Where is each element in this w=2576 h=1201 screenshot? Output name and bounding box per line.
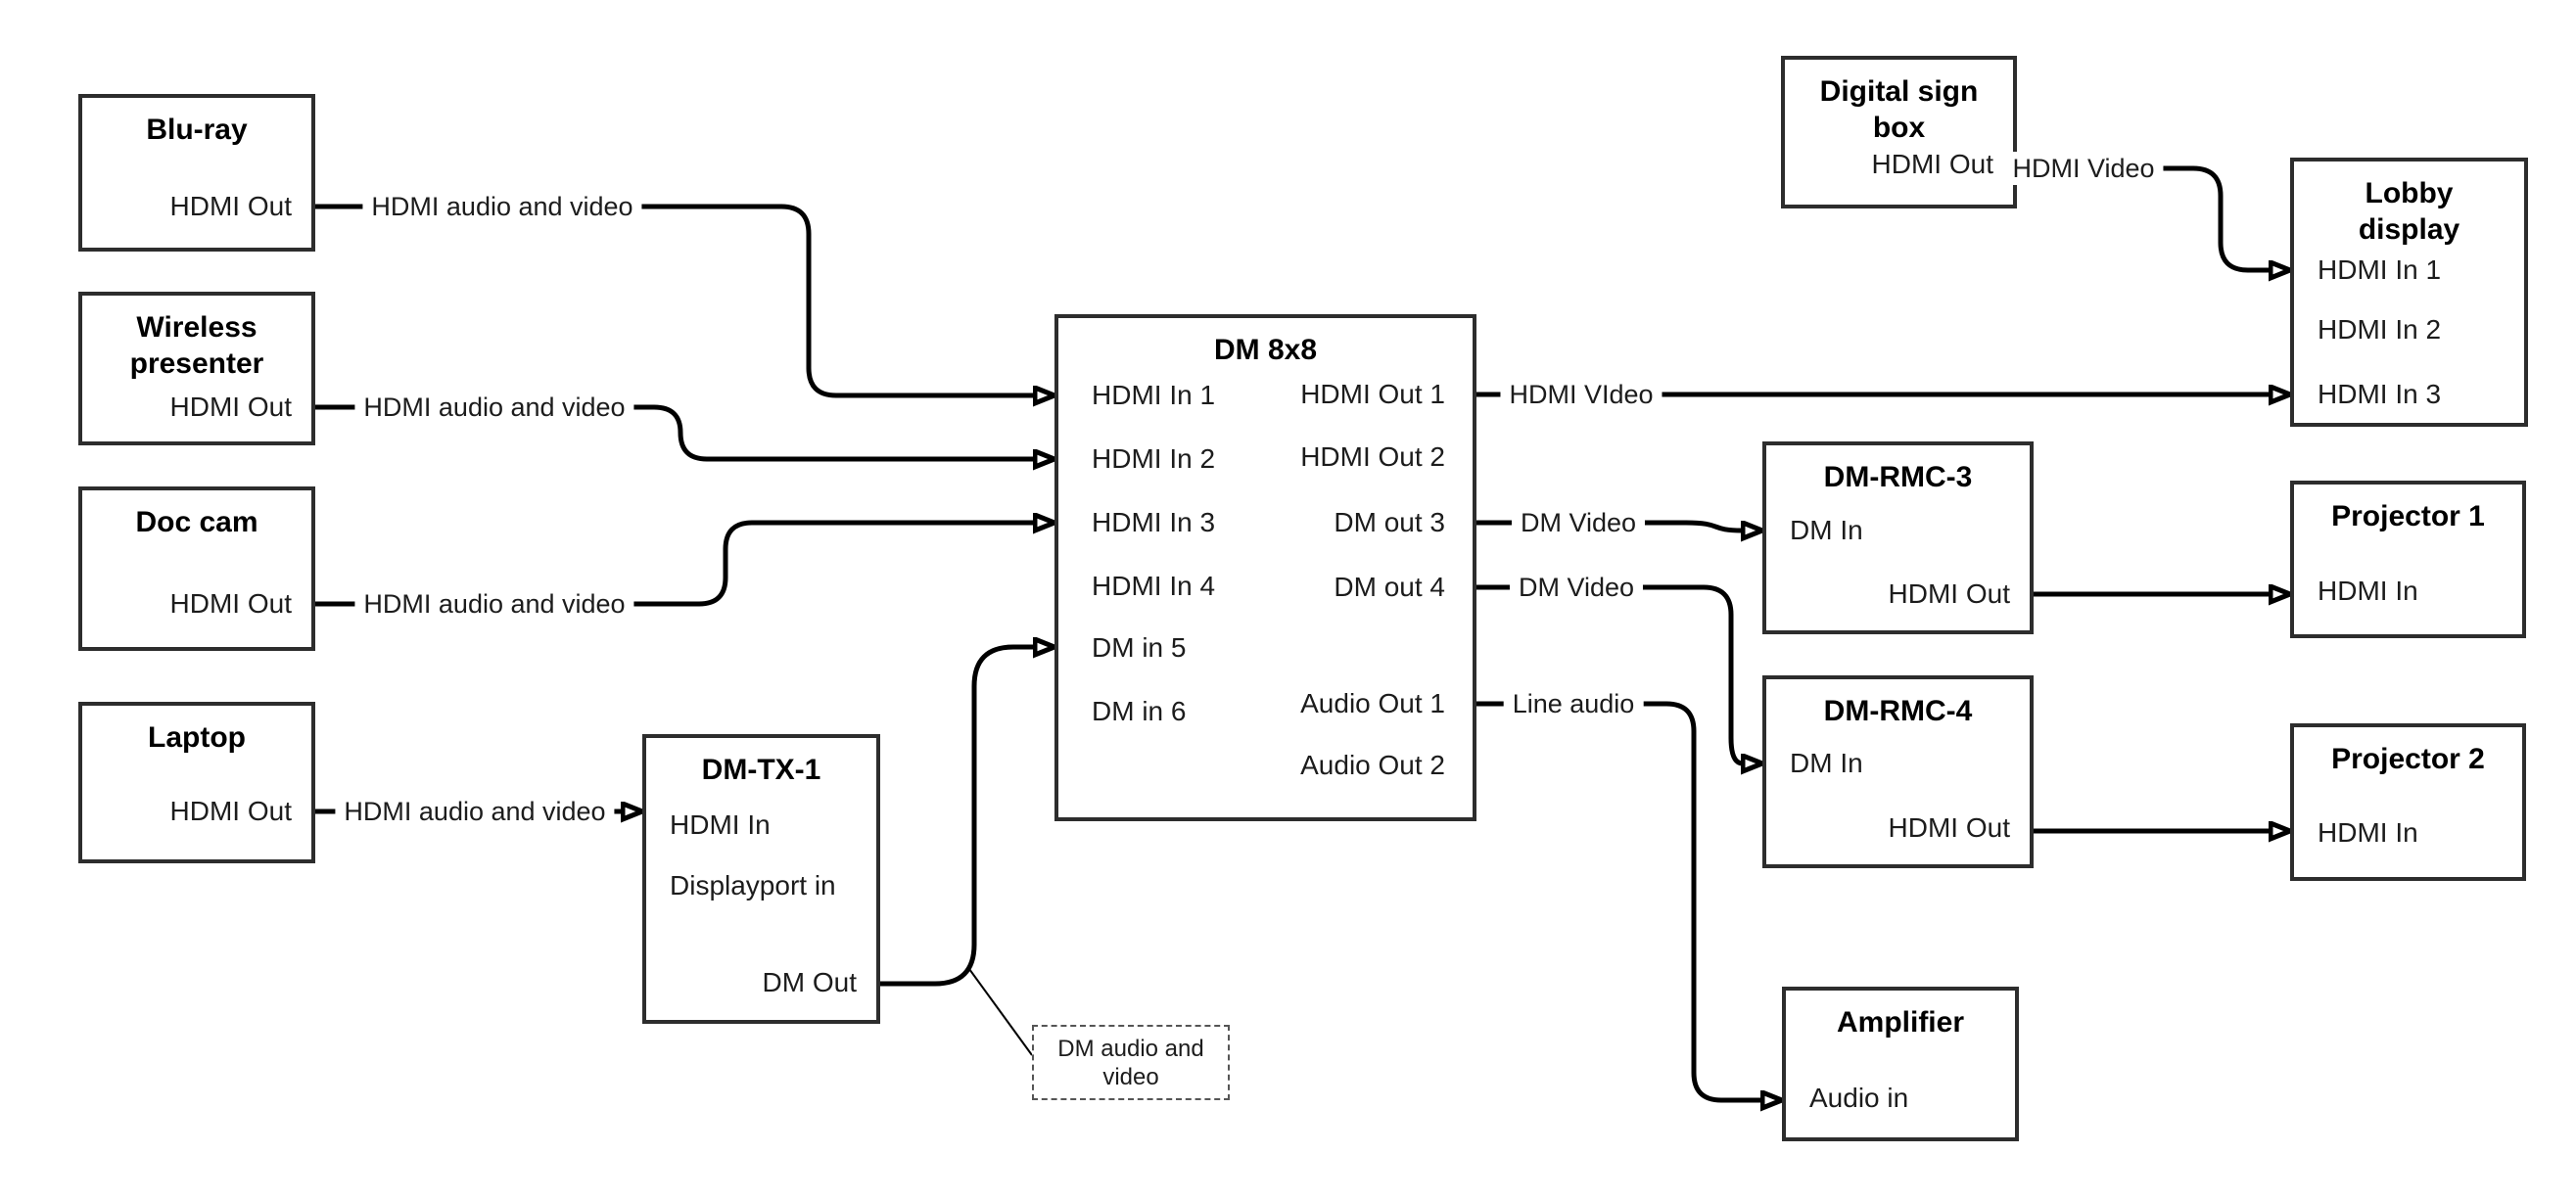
node-title: Wireless presenter [129, 311, 264, 380]
node-doc-cam: Doc cam HDMI Out [78, 486, 315, 651]
wire-bluray-to-dm8x8-in1 [315, 204, 1035, 395]
port-dm8x8-hdmi-in-4: HDMI In 4 [1092, 571, 1216, 601]
port-amp-audio-in: Audio in [1809, 1083, 1909, 1113]
wire-label-dm-video-out3: DM Video [1511, 506, 1646, 539]
wire-wireless-to-dm8x8-in2 [315, 404, 1035, 459]
port-sign-hdmi-out: HDMI Out [1871, 149, 1993, 179]
wire-label-sign-hdmi-video: HDMI Video [2003, 152, 2164, 185]
port-lobby-hdmi-in-1: HDMI In 1 [2318, 254, 2442, 285]
node-title: DM 8x8 [1213, 334, 1318, 366]
node-amplifier: Amplifier Audio in [1782, 987, 2019, 1141]
port-doccam-hdmi-out: HDMI Out [169, 588, 292, 619]
node-dm-tx-1: DM-TX-1 HDMI In Displayport in DM Out [642, 734, 880, 1024]
port-dm8x8-dm-out-3: DM out 3 [1334, 507, 1445, 537]
port-rmc4-hdmi-out: HDMI Out [1888, 812, 2010, 843]
node-title: Amplifier [1836, 1006, 1965, 1039]
callout-text: DM audio and video [1057, 1035, 1204, 1090]
wire-dm8x8-audio1-to-amplifier [1476, 701, 1762, 1100]
wire-dm8x8-out4-to-rmc4 [1476, 584, 1743, 763]
node-title: DM-TX-1 [701, 754, 821, 786]
port-dm8x8-hdmi-out-1: HDMI Out 1 [1300, 379, 1445, 409]
wire-label-wireless: HDMI audio and video [354, 391, 634, 424]
port-dm8x8-dm-in-6: DM in 6 [1092, 696, 1187, 726]
port-wireless-hdmi-out: HDMI Out [169, 392, 292, 422]
port-dm8x8-hdmi-out-2: HDMI Out 2 [1300, 441, 1445, 472]
wire-label-doccam: HDMI audio and video [354, 587, 634, 621]
port-dm8x8-hdmi-in-3: HDMI In 3 [1092, 507, 1216, 537]
wire-label-bluray: HDMI audio and video [362, 190, 642, 223]
port-proj2-hdmi-in: HDMI In [2318, 817, 2418, 848]
node-title: Digital sign box [1819, 75, 1979, 144]
node-dm-rmc-3: DM-RMC-3 DM In HDMI Out [1762, 441, 2034, 634]
node-title: Projector 2 [2331, 743, 2485, 775]
node-laptop: Laptop HDMI Out [78, 702, 315, 863]
port-lobby-hdmi-in-2: HDMI In 2 [2318, 314, 2442, 345]
node-title: Projector 1 [2331, 500, 2485, 532]
port-dm8x8-dm-in-5: DM in 5 [1092, 632, 1187, 663]
node-wireless-presenter: Wireless presenter HDMI Out [78, 292, 315, 445]
wire-doccam-to-dm8x8-in3 [315, 523, 1035, 607]
wire-label-hdmi-video-out1: HDMI VIdeo [1500, 378, 1663, 411]
port-dmtx1-hdmi-in: HDMI In [670, 809, 771, 840]
port-rmc3-hdmi-out: HDMI Out [1888, 578, 2010, 609]
port-dm8x8-audio-out-2: Audio Out 2 [1300, 750, 1445, 780]
node-title: Lobby display [2358, 177, 2460, 246]
node-title: DM-RMC-4 [1823, 695, 1973, 727]
wire-sign-to-lobby-in1 [2017, 165, 2271, 270]
node-dm-rmc-4: DM-RMC-4 DM In HDMI Out [1762, 675, 2034, 868]
port-dm8x8-hdmi-in-1: HDMI In 1 [1092, 380, 1216, 410]
node-projector-1: Projector 1 HDMI In [2290, 481, 2526, 638]
node-title: Blu-ray [146, 114, 248, 146]
node-title: Laptop [148, 721, 246, 754]
port-rmc4-dm-in: DM In [1790, 748, 1863, 778]
node-lobby-display: Lobby display HDMI In 1 HDMI In 2 HDMI I… [2290, 158, 2528, 427]
node-digital-sign-box: Digital sign box HDMI Out [1781, 56, 2017, 208]
wire-label-line-audio: Line audio [1503, 687, 1644, 720]
node-bluray: Blu-ray HDMI Out [78, 94, 315, 252]
node-projector-2: Projector 2 HDMI In [2290, 723, 2526, 881]
wire-dm8x8-out3-to-rmc3 [1476, 520, 1743, 531]
port-proj1-hdmi-in: HDMI In [2318, 576, 2418, 606]
port-dm8x8-audio-out-1: Audio Out 1 [1300, 688, 1445, 718]
port-dmtx1-displayport-in: Displayport in [670, 870, 836, 901]
callout-dm-audio-video: DM audio and video [1032, 1025, 1230, 1100]
port-dmtx1-dm-out: DM Out [762, 967, 857, 997]
port-bluray-hdmi-out: HDMI Out [169, 191, 292, 221]
wire-label-laptop: HDMI audio and video [335, 795, 615, 828]
port-laptop-hdmi-out: HDMI Out [169, 796, 292, 826]
port-dm8x8-dm-out-4: DM out 4 [1334, 572, 1445, 602]
wire-dmtx1-to-dm8x8-in5 [880, 647, 1035, 987]
port-dm8x8-hdmi-in-2: HDMI In 2 [1092, 443, 1216, 474]
node-title: Doc cam [135, 506, 258, 538]
port-rmc3-dm-in: DM In [1790, 515, 1863, 545]
node-title: DM-RMC-3 [1823, 461, 1973, 493]
wire-label-dm-video-out4: DM Video [1509, 571, 1644, 604]
node-dm-8x8: DM 8x8 HDMI In 1 HDMI In 2 HDMI In 3 HDM… [1054, 314, 1476, 821]
port-lobby-hdmi-in-3: HDMI In 3 [2318, 379, 2442, 409]
callout-leader-line [968, 968, 1033, 1056]
